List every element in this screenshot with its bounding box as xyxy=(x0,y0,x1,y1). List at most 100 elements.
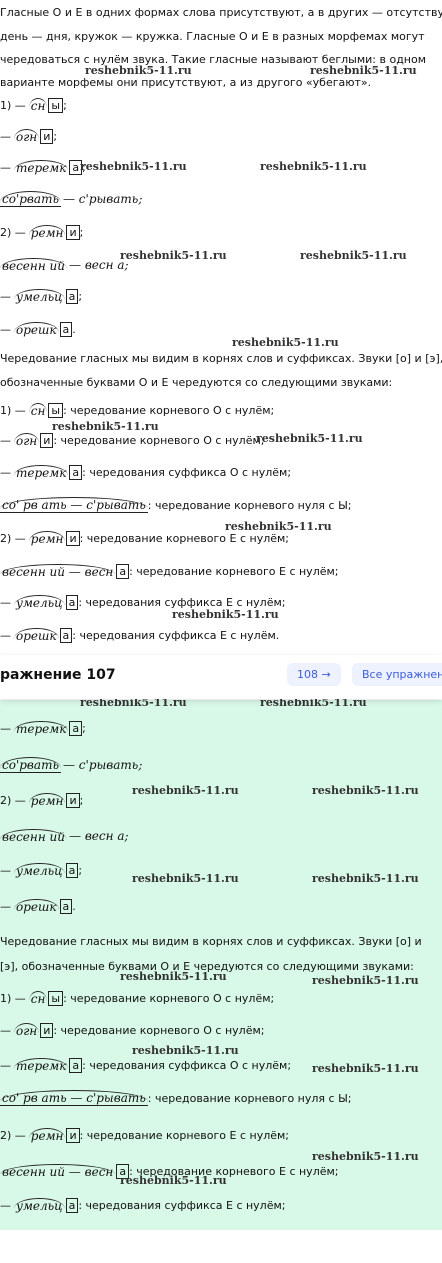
list-item: 2) — ремн и ; xyxy=(0,224,84,240)
watermark: reshebnik5-11.ru xyxy=(132,872,239,885)
solution-panel: — теремк а ; со'рвать — с'рывать; 2) — р… xyxy=(0,696,442,1230)
ending-box: а xyxy=(69,159,83,175)
list-item: со'рвать — с'рывать; xyxy=(0,191,143,207)
ending-box: и xyxy=(40,128,54,144)
watermark: reshebnik5-11.ru xyxy=(312,1150,419,1163)
paragraph-line: [э], обозначенные буквами О и Е чередуют… xyxy=(0,960,414,973)
list-item: 1) — сн ы : чередование корневого О с ну… xyxy=(0,402,275,418)
watermark: reshebnik5-11.ru xyxy=(225,520,332,533)
watermark: reshebnik5-11.ru xyxy=(232,336,339,349)
ending-box: а xyxy=(59,321,73,337)
watermark: reshebnik5-11.ru xyxy=(120,1174,227,1187)
list-item: — орешк а : чередования суффикса Е с нул… xyxy=(0,627,280,643)
list-item: весенн ий — весн а; xyxy=(0,257,129,273)
ending-box: и xyxy=(66,530,80,546)
list-item: — теремк а ; xyxy=(0,720,86,736)
list-item: 1) — сн ы ; xyxy=(0,97,67,113)
root-mark: ремн xyxy=(28,792,66,808)
ending-box: и xyxy=(66,1127,80,1143)
next-exercise-button[interactable]: 108 → xyxy=(287,663,341,686)
list-item: весенн ий — весн а : чередование корнево… xyxy=(0,563,339,579)
ending-box: а xyxy=(69,1057,83,1073)
root-mark: огн xyxy=(14,432,40,448)
paragraph-line: чередоваться с нулём звука. Такие гласны… xyxy=(0,53,427,66)
root-mark: теремк xyxy=(14,1057,69,1073)
root-mark: умельц xyxy=(14,862,65,878)
watermark: reshebnik5-11.ru xyxy=(80,696,187,709)
root-mark: со'рвать xyxy=(0,191,61,207)
list-item: 2) — ремн и : чередование корневого Е с … xyxy=(0,1127,290,1143)
root-mark: со' рв ать — с'рывать xyxy=(0,497,148,513)
watermark: reshebnik5-11.ru xyxy=(256,432,363,445)
list-item: 2) — ремн и : чередование корневого Е с … xyxy=(0,530,290,546)
paragraph-line: Гласные О и Е в одних формах слова прису… xyxy=(0,6,442,19)
ending-box: а xyxy=(59,627,73,643)
root-mark: теремк xyxy=(14,720,69,736)
watermark: reshebnik5-11.ru xyxy=(132,784,239,797)
watermark: reshebnik5-11.ru xyxy=(300,249,407,262)
paragraph-line: обозначенные буквами О и Е чередуются со… xyxy=(0,376,393,389)
ending-box: и xyxy=(66,224,80,240)
list-item: — умельц а : чередования суффикса Е с ну… xyxy=(0,594,286,610)
root-mark: со' рв ать — с'рывать xyxy=(0,1090,148,1106)
root-mark: весенн ий xyxy=(0,828,67,844)
list-item: 1) — сн ы : чередование корневого О с ну… xyxy=(0,990,275,1006)
ending-box: а xyxy=(69,464,83,480)
ending-box: а xyxy=(116,563,130,579)
paragraph-line: варианте морфемы они присутствуют, а из … xyxy=(0,76,372,89)
list-item: весенн ий — весн а : чередование корнево… xyxy=(0,1163,339,1179)
root-mark: сн xyxy=(28,990,48,1006)
watermark: reshebnik5-11.ru xyxy=(312,1062,419,1075)
ending-box: а xyxy=(65,1197,79,1213)
watermark: reshebnik5-11.ru xyxy=(260,696,367,709)
root-mark: ремн xyxy=(28,1127,66,1143)
watermark: reshebnik5-11.ru xyxy=(85,64,192,77)
list-item: — орешк а . xyxy=(0,321,76,337)
list-item: — огн и ; xyxy=(0,128,58,144)
list-item: — умельц а ; xyxy=(0,862,83,878)
list-item: 2) — ремн и ; xyxy=(0,792,84,808)
ending-box: и xyxy=(66,792,80,808)
watermark: reshebnik5-11.ru xyxy=(312,974,419,987)
root-mark: теремк xyxy=(14,464,69,480)
root-mark: весенн ий xyxy=(0,257,67,273)
root-mark: весенн ий — весн xyxy=(0,1163,116,1179)
paragraph-line: день — дня, кружок — кружка. Гласные О и… xyxy=(0,30,425,43)
list-item: со' рв ать — с'рывать : чередование корн… xyxy=(0,1090,352,1106)
root-mark: теремк xyxy=(14,159,69,175)
ending-box: а xyxy=(65,862,79,878)
list-item: — умельц а : чередования суффикса Е с ну… xyxy=(0,1197,286,1213)
ending-box: а xyxy=(65,594,79,610)
root-mark: ремн xyxy=(28,530,66,546)
root-mark: орешк xyxy=(14,627,59,643)
ending-box: ы xyxy=(48,990,64,1006)
list-item: — умельц а ; xyxy=(0,288,83,304)
ending-box: а xyxy=(59,898,73,914)
ending-box: а xyxy=(65,288,79,304)
root-mark: умельц xyxy=(14,288,65,304)
list-item: — орешк а . xyxy=(0,898,76,914)
ending-box: и xyxy=(40,1022,54,1038)
ending-box: а xyxy=(116,1163,130,1179)
watermark: reshebnik5-11.ru xyxy=(310,64,417,77)
list-item: — теремк а : чередования суффикса О с ну… xyxy=(0,1057,292,1073)
exercise-title: ражнение 107 xyxy=(0,667,116,683)
list-item: — огн и : чередование корневого О с нулё… xyxy=(0,1022,265,1038)
paragraph-line: Чередование гласных мы видим в корнях сл… xyxy=(0,935,422,948)
list-item: — огн и : чередование корневого О с нулё… xyxy=(0,432,265,448)
ending-box: ы xyxy=(48,97,64,113)
list-item: — теремк а : чередования суффикса О с ну… xyxy=(0,464,292,480)
root-mark: сн xyxy=(28,97,48,113)
list-item: со' рв ать — с'рывать : чередование корн… xyxy=(0,497,352,513)
watermark: reshebnik5-11.ru xyxy=(312,872,419,885)
ending-box: а xyxy=(69,720,83,736)
root-mark: орешк xyxy=(14,321,59,337)
watermark: reshebnik5-11.ru xyxy=(312,784,419,797)
watermark: reshebnik5-11.ru xyxy=(120,249,227,262)
ending-box: и xyxy=(40,432,54,448)
root-mark: сн xyxy=(28,402,48,418)
root-mark: весенн ий — весн xyxy=(0,563,116,579)
watermark: reshebnik5-11.ru xyxy=(52,420,159,433)
all-exercises-button[interactable]: Все упражнени xyxy=(352,663,442,686)
ending-box: ы xyxy=(48,402,64,418)
